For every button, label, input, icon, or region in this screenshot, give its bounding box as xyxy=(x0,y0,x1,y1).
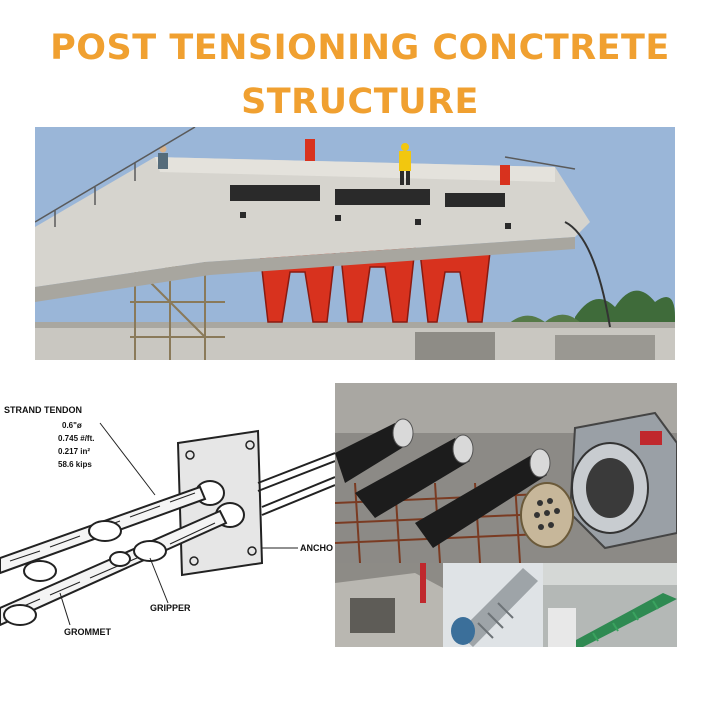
page-title-line-2: STRUCTURE xyxy=(241,82,479,122)
tendon-anchor-diagram: STRAND TENDON 0.6"ø 0.745 #/ft. 0.217 in… xyxy=(0,383,335,645)
tendon-jacking-photo xyxy=(335,383,677,563)
bridge-construction-photo xyxy=(35,127,675,360)
box-girder-photo xyxy=(335,563,443,647)
grommet-label: GROMMET xyxy=(64,627,111,637)
factory-line-photo xyxy=(543,563,677,647)
spec-weight: 0.745 #/ft. xyxy=(58,434,94,443)
spec-area: 0.217 in² xyxy=(58,447,90,456)
spec-diameter: 0.6"ø xyxy=(62,421,82,430)
strand-tendon-label: STRAND TENDON xyxy=(4,405,82,415)
gripper-label: GRIPPER xyxy=(150,603,191,613)
page-title-line-1: POST TENSIONING CONCTRETE xyxy=(50,28,670,68)
spec-strength: 58.6 kips xyxy=(58,460,92,469)
anchor-assembly-photo xyxy=(443,563,543,647)
anchor-label: ANCHO xyxy=(300,543,333,553)
